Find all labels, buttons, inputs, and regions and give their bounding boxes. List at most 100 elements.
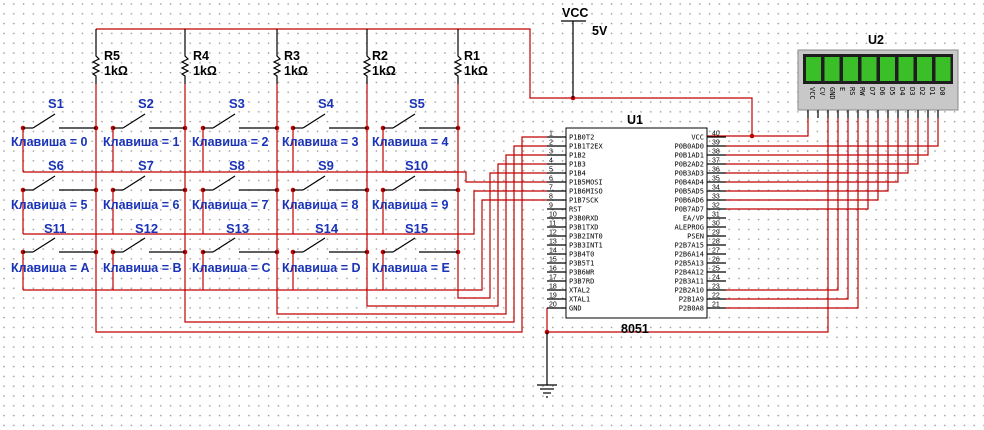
mcu-pin-number: 26 xyxy=(712,257,720,264)
switch-key-label: Клавиша = 8 xyxy=(282,198,359,212)
resistor-r2[interactable]: R2 1kΩ xyxy=(372,49,396,78)
ground-symbol[interactable] xyxy=(537,332,557,398)
mcu-pin-number: 16 xyxy=(549,266,557,273)
resistor-zigzag xyxy=(362,52,372,84)
switch-blade xyxy=(302,175,326,191)
mcu-pin-number: 32 xyxy=(712,203,720,210)
switch-s9[interactable]: S9 Клавиша = 8 xyxy=(282,158,359,212)
mcu-pin-name: GND xyxy=(569,305,582,313)
resistor-r3[interactable]: R3 1kΩ xyxy=(284,49,308,78)
mcu-pin-name: P0B6AD6 xyxy=(674,197,704,205)
display-pin-name: VCC xyxy=(808,87,816,100)
mcu-pin-name: EA/VP xyxy=(683,215,704,223)
mcu-pin-number: 6 xyxy=(549,176,553,183)
resistor-ref: R5 xyxy=(104,49,120,63)
resistor-value: 1kΩ xyxy=(193,64,217,78)
resistor-zigzag xyxy=(272,52,282,84)
col1-to-p1 xyxy=(457,172,547,299)
mcu-pin-number: 24 xyxy=(712,275,720,282)
display-pin-name: D6 xyxy=(878,87,886,95)
resistor-zigzag xyxy=(453,52,463,84)
switch-s10[interactable]: S10 Клавиша = 9 xyxy=(372,158,449,212)
display-pin-name: D0 xyxy=(938,87,946,95)
resistor-value: 1kΩ xyxy=(104,64,128,78)
mcu-right-pins: 40VCC39P0B0AD038P0B1AD137P0B2AD236P0B3AD… xyxy=(674,131,726,313)
switch-s2[interactable]: S2 Клавиша = 1 xyxy=(103,96,180,149)
resistor-r5[interactable]: R5 1kΩ xyxy=(104,49,128,78)
switch-s6[interactable]: S6 Клавиша = 5 xyxy=(11,158,88,212)
switch-s5[interactable]: S5 Клавиша = 4 xyxy=(372,96,449,149)
mcu-pin-number: 27 xyxy=(712,248,720,255)
mcu-pin-name: P2B6A14 xyxy=(674,251,704,259)
switch-s14[interactable]: S14 Клавиша = D xyxy=(282,221,361,275)
mcu-pin-name: P1B1T2EX xyxy=(569,143,604,151)
switch-key-label: Клавиша = 0 xyxy=(11,135,88,149)
mcu-pin-name: P1B6MISO xyxy=(569,188,603,196)
resistor-ref: R3 xyxy=(284,49,300,63)
mcu-pin-number: 30 xyxy=(712,221,720,228)
mcu-pin-name: P2B7A15 xyxy=(674,242,704,250)
switch-blade xyxy=(122,237,146,253)
switch-s15[interactable]: S15 Клавиша = E xyxy=(372,221,450,275)
mcu-pin-name: P0B5AD5 xyxy=(674,188,704,196)
mcu-pin-name: P1B4 xyxy=(569,170,586,178)
mcu-pin-number: 4 xyxy=(549,158,553,165)
display-pin-name: D1 xyxy=(928,87,936,95)
resistor-zigzag xyxy=(91,52,101,84)
mcu-pin-name: P0B4AD4 xyxy=(674,179,704,187)
mcu-pin-name: VCC xyxy=(691,134,704,142)
resistor-r1[interactable]: R1 1kΩ xyxy=(464,49,488,78)
switch-s12[interactable]: S12 Клавиша = B xyxy=(103,221,182,275)
display-cell xyxy=(861,57,877,81)
mcu-pin-number: 18 xyxy=(549,284,557,291)
lcd-data-wire xyxy=(726,118,919,165)
switch-s11[interactable]: S11 Клавиша = A xyxy=(11,221,90,275)
resistor-r4[interactable]: R4 1kΩ xyxy=(193,49,217,78)
switch-ref: S9 xyxy=(318,158,334,173)
switch-blade xyxy=(122,175,146,191)
resistor-ref: R2 xyxy=(372,49,388,63)
display-pin-name: D5 xyxy=(888,87,896,95)
mcu-pin-number: 3 xyxy=(549,149,553,156)
switch-s13[interactable]: S13 Клавиша = C xyxy=(192,221,271,275)
mcu-pin-number: 1 xyxy=(549,131,553,138)
switch-s1[interactable]: S1 Клавиша = 0 xyxy=(11,96,88,149)
mcu-pin-name: P1B0T2 xyxy=(569,134,594,142)
vcc-power-symbol[interactable]: VCC 5V xyxy=(561,6,608,98)
display-cell xyxy=(880,57,895,81)
mcu-pin-name: P0B1AD1 xyxy=(674,152,704,160)
mcu-pin-name: P2B5A13 xyxy=(674,260,704,268)
mcu-pin-number: 19 xyxy=(549,293,557,300)
switch-s8[interactable]: S8 Клавиша = 7 xyxy=(192,158,269,212)
lcd-rw-wire xyxy=(726,118,859,309)
mcu-pin-number: 9 xyxy=(549,203,553,210)
mcu-pin-name: P2B0A8 xyxy=(679,305,704,313)
lcd-data-wire xyxy=(726,118,889,192)
switch-blade xyxy=(32,113,56,129)
mcu-pin-number: 34 xyxy=(712,185,720,192)
col4-to-p1 xyxy=(184,145,547,323)
lcd-vcc-wire xyxy=(752,118,809,137)
display-pin-name: D4 xyxy=(898,87,906,95)
switch-s7[interactable]: S7 Клавиша = 6 xyxy=(103,158,180,212)
switch-ref: S11 xyxy=(44,221,66,236)
mcu-pin-number: 33 xyxy=(712,194,720,201)
mcu-pin-number: 7 xyxy=(549,185,553,192)
switch-ref: S7 xyxy=(138,158,154,173)
mcu-pin-name: P2B2A10 xyxy=(674,287,704,295)
switch-s4[interactable]: S4 Клавиша = 3 xyxy=(282,96,359,149)
lcd-data-wire xyxy=(726,118,899,183)
switch-blade xyxy=(32,175,56,191)
lcd-data-wire xyxy=(726,118,869,210)
display-cell xyxy=(898,57,914,81)
mcu-pin-number: 14 xyxy=(549,248,557,255)
col5-to-p1 xyxy=(95,136,547,333)
switch-key-label: Клавиша = A xyxy=(11,261,90,275)
lcd-data-wire xyxy=(726,118,909,174)
mcu-pin-name: P3B0RXD xyxy=(569,215,599,223)
switch-s3[interactable]: S3 Клавиша = 2 xyxy=(192,96,269,149)
